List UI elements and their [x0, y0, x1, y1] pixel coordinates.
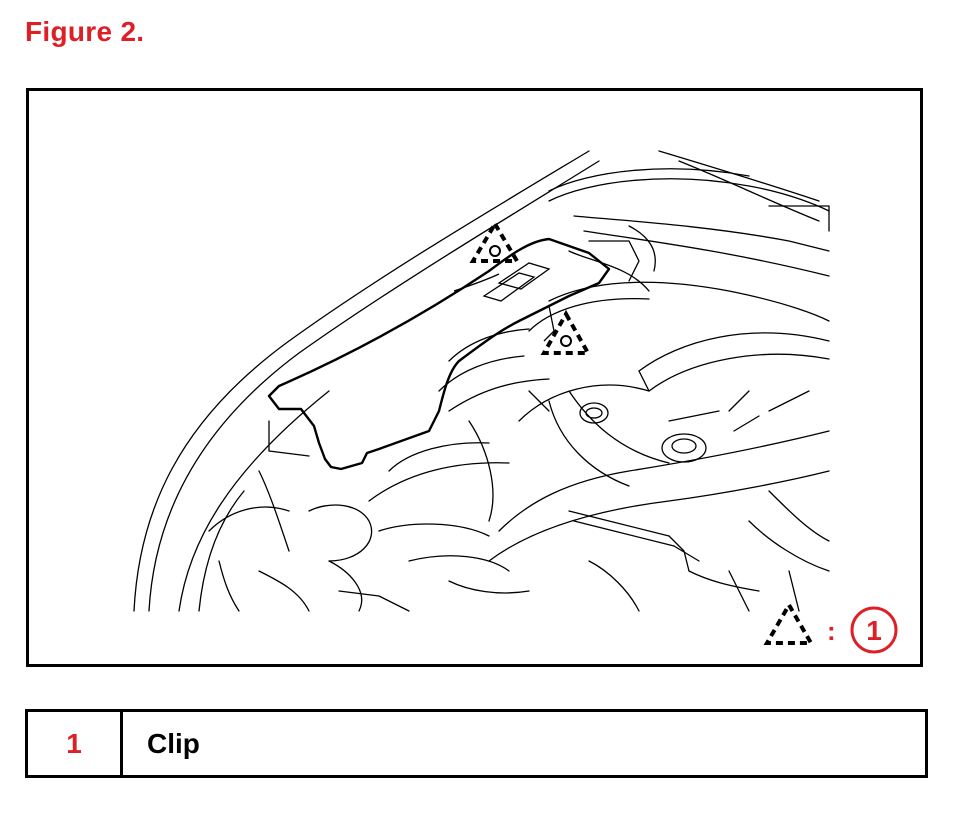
legend-row-number: 1 [28, 712, 123, 775]
key-separator: : [827, 616, 836, 646]
key-number-circle [850, 606, 898, 654]
air-cleaner-cover-outline [267, 237, 611, 471]
hood-edge-line [133, 150, 590, 612]
legend-row-label: Clip [147, 727, 200, 759]
figure-title: Figure 2. [25, 16, 145, 47]
clip-marker-1 [469, 220, 521, 263]
engine-cover-top [548, 281, 830, 322]
legend-table: 1 Clip [25, 709, 928, 778]
emblem-shape [579, 402, 609, 424]
engine-bay-drawing: : 1 [133, 150, 898, 654]
clip-marker-2 [540, 309, 592, 355]
key-number: 1 [866, 615, 882, 646]
clip-key-triangle-icon [763, 601, 815, 645]
diagram-figure: : 1 [26, 88, 923, 667]
